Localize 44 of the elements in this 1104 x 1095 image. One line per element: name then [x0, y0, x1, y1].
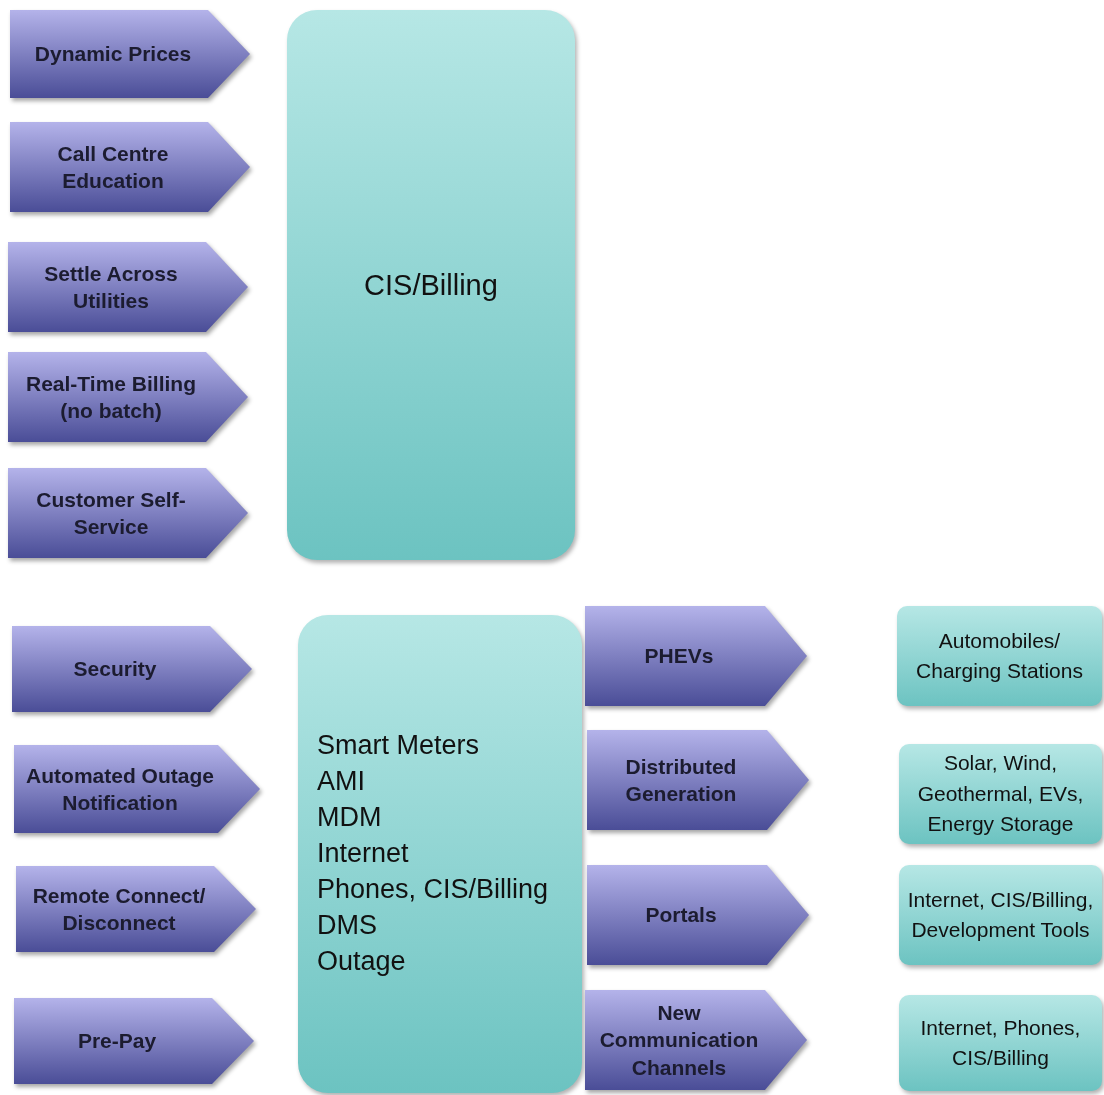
list-item: AMI [317, 765, 365, 799]
box-label: Automobiles/ Charging Stations [915, 627, 1084, 684]
chevron-shape [12, 626, 252, 712]
chevron-label: Real-Time Billing (no batch) [25, 370, 197, 424]
list-item: Phones, CIS/Billing [317, 872, 549, 906]
box-label: CIS/Billing [364, 268, 498, 302]
rounded-box [897, 606, 1102, 706]
chevron-shape [10, 122, 250, 212]
box-label: Solar, Wind, Geothermal, EVs, Energy Storage [916, 750, 1085, 838]
chevron-label: Portals [645, 902, 717, 929]
rounded-box [298, 615, 582, 1093]
box-label: Internet, Phones, CIS/Billing [919, 1014, 1082, 1071]
chevron-label: Dynamic Prices [34, 41, 192, 68]
rounded-box [287, 10, 575, 560]
rounded-box [899, 744, 1102, 844]
list-item: Outage [317, 944, 406, 978]
rounded-box [899, 995, 1102, 1091]
chevron-shape [16, 866, 256, 952]
chevron-label: Security [73, 656, 157, 683]
chevron-label: New Communication Channels [598, 1000, 760, 1081]
chevron-shape [585, 990, 807, 1090]
chevron-shape [14, 998, 254, 1084]
chevron-label: Settle Across Utilities [43, 260, 179, 314]
chevron-shape [10, 10, 250, 98]
chevron-shape [585, 606, 807, 706]
chevron-label: Call Centre Education [56, 140, 170, 194]
chevron-shape [587, 730, 809, 830]
list-item: DMS [317, 908, 377, 942]
box-label: Internet, CIS/Billing, Development Tools [907, 886, 1094, 943]
chevron-label: Pre-Pay [77, 1028, 157, 1055]
chevron-shape [8, 352, 248, 442]
chevron-label: Distributed Generation [624, 753, 738, 807]
chevron-shape [587, 865, 809, 965]
chevron-label: Automated Outage Notification [25, 762, 215, 816]
chevron-shape [14, 745, 260, 833]
rounded-box [899, 865, 1102, 965]
list-item: MDM [317, 801, 382, 835]
chevron-shape [8, 242, 248, 332]
chevron-label: Customer Self-Service [35, 486, 187, 540]
chevron-label: PHEVs [644, 643, 714, 670]
chevron-shape [8, 468, 248, 558]
chevron-label: Remote Connect/ Disconnect [31, 882, 207, 936]
list-item: Smart Meters [317, 729, 480, 763]
list-item: Internet [317, 837, 409, 871]
